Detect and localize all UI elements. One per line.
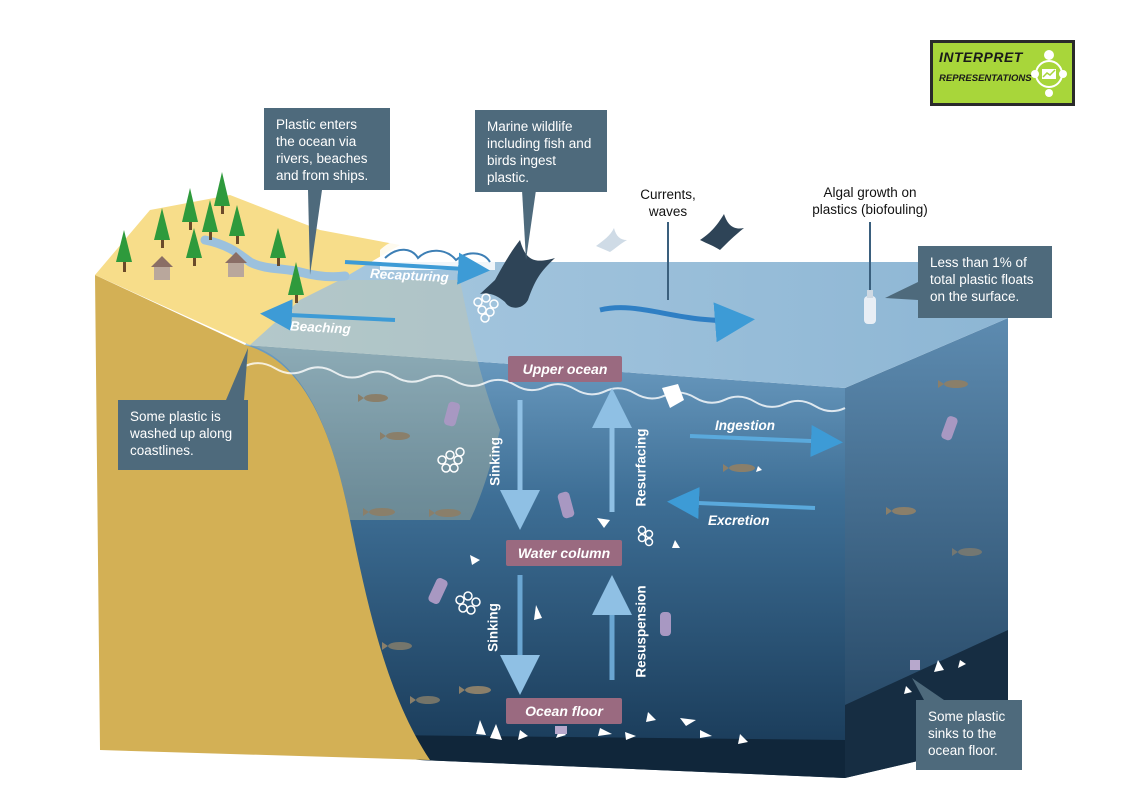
resurfacing-label: Resurfacing [633,428,649,507]
houses [151,252,247,280]
bird-icon [596,228,627,252]
pellet-cluster-icon [455,591,481,615]
zone-water-column: Water column [506,540,622,566]
currents-waves-label: Currents, waves [640,187,696,219]
pellet-cluster-icon [473,293,499,323]
tree [202,200,218,232]
currents-arrow [599,302,755,343]
floor-debris-square [910,660,920,670]
pellet-cluster-icon [637,525,654,547]
badge-subtitle: REPRESENTATIONS [939,73,1032,84]
fish-icon [380,432,410,440]
callout-tail-coastline [226,348,248,400]
ocean-floor-front [380,735,845,778]
fish-icon [723,464,755,472]
callout-surface-float: Less than 1% of total plastic floats on … [918,246,1052,318]
resuspension-label: Resuspension [633,585,649,678]
floating-bottle-icon [864,290,876,324]
fish-icon [382,642,412,650]
badge-title: INTERPRET [939,49,1023,65]
beaching-arrow [260,299,396,332]
tree [186,228,202,258]
callout-tail-floor [912,678,944,700]
pellet-cluster-icon [437,447,465,473]
excretion-label: Excretion [708,513,770,528]
callout-tail-wildlife [522,190,536,260]
sinking-label-upper: Sinking [487,437,503,486]
badge-background: INTERPRET REPRESENTATIONS [933,43,1072,103]
tree [288,262,304,295]
floor-debris [470,466,966,744]
fish-icons [358,380,982,704]
fish-icon [410,696,440,704]
ingestion-label: Ingestion [715,418,775,433]
tree [229,205,245,236]
interpret-representations-badge: INTERPRET REPRESENTATIONS [930,40,1075,106]
house [225,252,247,277]
house [151,256,173,280]
bag-icon [662,384,684,408]
surface-edge-waves [244,362,846,413]
zone-upper-ocean: Upper ocean [508,356,622,382]
land-cliff [95,275,430,760]
sinking-label-lower: Sinking [485,603,501,652]
bird-icon [480,240,555,308]
algal-growth-label: Algal growth on plastics (biofouling) [812,185,928,217]
fish-icon [363,508,395,516]
fish-icon [952,548,982,556]
callout-tail-enters [308,190,322,275]
bottle-icon [428,401,958,636]
bird-icon [700,214,744,250]
tree [116,230,132,262]
fish-icon [429,509,461,517]
recapturing-arrow [344,252,490,285]
ocean-surface [245,262,1008,388]
fish-icon [938,380,968,388]
callout-tail-surface [885,282,918,300]
zone-ocean-floor: Ocean floor [506,698,622,724]
beaching-label: Beaching [289,318,352,337]
floor-debris-square [555,726,567,734]
fish-icon [358,394,388,402]
callout-ocean-floor: Some plastic sinks to the ocean floor. [916,700,1022,770]
fish-icon [459,686,491,694]
callout-marine-wildlife: Marine wildlife including fish and birds… [475,110,607,192]
gear-chart-icon [1031,50,1067,97]
tree [182,188,198,222]
callout-coastline: Some plastic is washed up along coastlin… [118,400,248,470]
callout-plastic-enters: Plastic enters the ocean via rivers, bea… [264,108,390,190]
river [200,235,350,282]
tree [270,228,286,258]
fish-icon [886,507,916,515]
ingestion-arrow [689,425,843,457]
tree [154,208,170,240]
excretion-arrow [667,487,816,520]
tree-trunks [123,206,298,303]
tree [214,172,230,206]
trees [116,172,304,295]
land-top [95,195,400,345]
